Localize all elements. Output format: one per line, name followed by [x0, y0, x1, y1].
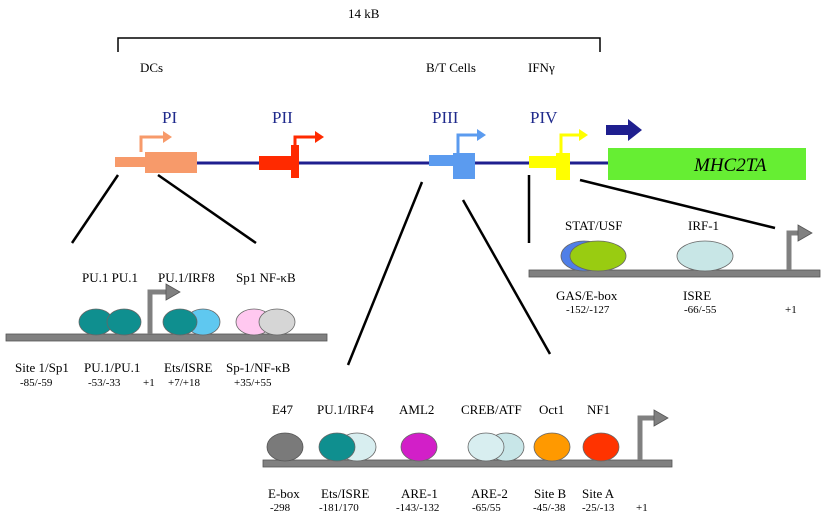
- piii-factor-aml2: [400, 432, 438, 462]
- piv-factor-label-irf1: IRF-1: [688, 218, 719, 233]
- piv-exon: [556, 153, 570, 180]
- label-pi: PI: [162, 108, 177, 127]
- pi-tss-arrow: [139, 135, 164, 152]
- label-ifn-gamma: IFNγ: [528, 60, 555, 75]
- piv-site-name-0: GAS/E-box: [556, 288, 618, 303]
- piii-factor-label-nf1: NF1: [587, 402, 610, 417]
- pi-exon: [145, 152, 197, 173]
- piv-site-pos-1: -66/-55: [684, 304, 717, 316]
- pi-site-name-3: Ets/ISRE: [164, 360, 212, 375]
- piii-site-pos-3: -65/55: [472, 502, 501, 514]
- piii-site-pos-1: -181/170: [319, 502, 359, 514]
- pi-arrowhead: [163, 131, 172, 143]
- span-label: 14 kB: [348, 6, 380, 21]
- piii-site-name-4: Site B: [534, 486, 566, 501]
- pii-arrowhead: [315, 131, 324, 143]
- pi-site-pos-3: +7/+18: [168, 377, 200, 389]
- piii-site-name-3: ARE-2: [471, 486, 508, 501]
- pi-factor-label-sp1nfkb: Sp1 NF-κB: [236, 270, 296, 285]
- label-pii: PII: [272, 108, 293, 127]
- piii-factor-pu1: [318, 432, 356, 462]
- zoom-line-pi-left: [70, 174, 120, 244]
- pi-factor-label-pu1irf8: PU.1/IRF8: [158, 270, 215, 285]
- piii-block: [429, 155, 454, 166]
- zoom-line-piii-right: [461, 199, 552, 355]
- piii-factor-label-crebatf: CREB/ATF: [461, 402, 522, 417]
- piii-exon: [453, 153, 475, 179]
- piii-site-pos-4: -45/-38: [533, 502, 566, 514]
- pi-detail-arrowhead: [165, 283, 181, 301]
- pi-site-pos-2: +1: [143, 377, 155, 389]
- piv-site-pos-0: -152/-127: [566, 304, 610, 316]
- pi-factor-label-pu1pu1: PU.1 PU.1: [82, 270, 138, 285]
- piii-factor-label-e47: E47: [272, 402, 293, 417]
- piv-factor-usf: [569, 240, 627, 272]
- piii-site-pos-2: -143/-132: [396, 502, 439, 514]
- piii-site-pos-0: -298: [270, 502, 291, 514]
- piii-factor-nf1: [582, 432, 620, 462]
- piv-factor-irf1: [676, 240, 734, 272]
- piii-detail-tss-arrow: [637, 415, 656, 460]
- pii-exon: [291, 145, 299, 178]
- pi-factor-nfkb: [258, 308, 296, 336]
- piii-site-name-2: ARE-1: [401, 486, 438, 501]
- pi-site-name-4: Sp-1/NF-κB: [226, 360, 291, 375]
- piv-site-pos-2: +1: [785, 304, 797, 316]
- piii-arrowhead: [477, 129, 486, 141]
- gene-box: [608, 148, 806, 180]
- piv-detail-tss-arrow: [786, 230, 800, 270]
- piii-site-pos-6: +1: [636, 502, 648, 514]
- piii-factor-label-pu1irf4: PU.1/IRF4: [317, 402, 374, 417]
- pii-block: [259, 156, 292, 170]
- pi-factor-pu1-c: [162, 308, 198, 336]
- pi-site-pos-1: -53/-33: [88, 377, 121, 389]
- piii-factor-label-aml2: AML2: [399, 402, 434, 417]
- pi-site-name-0: Site 1/Sp1: [15, 360, 69, 375]
- pi-site-pos-0: -85/-59: [20, 377, 53, 389]
- zoom-line-piv-right: [579, 178, 776, 230]
- pi-factor-pu1-b: [106, 308, 142, 336]
- pi-block: [115, 157, 145, 167]
- piv-detail-dna: [528, 269, 821, 278]
- piii-site-name-0: E-box: [268, 486, 300, 501]
- piv-arrowhead: [579, 129, 588, 141]
- piii-factor-e47: [266, 432, 304, 462]
- piii-site-name-5: Site A: [582, 486, 615, 501]
- zoom-line-piii-left: [346, 181, 424, 366]
- piv-tss-arrow: [559, 133, 580, 153]
- piii-factor-creb: [467, 432, 505, 462]
- pi-site-pos-4: +35/+55: [234, 377, 272, 389]
- piv-factor-label-statusf: STAT/USF: [565, 218, 622, 233]
- label-piii: PIII: [432, 108, 459, 127]
- pi-detail-tss-arrow: [147, 289, 168, 334]
- pi-detail-dna: [5, 333, 328, 342]
- piv-block: [529, 156, 559, 168]
- gene-name: MHC2TA: [693, 155, 767, 176]
- pii-tss-arrow: [293, 135, 316, 145]
- piv-detail-arrowhead: [797, 224, 813, 242]
- piii-detail-dna: [262, 459, 673, 468]
- piii-detail-arrowhead: [653, 409, 669, 427]
- piii-tss-arrow: [456, 133, 478, 153]
- span-bracket: [117, 37, 601, 52]
- piii-site-name-1: Ets/ISRE: [321, 486, 369, 501]
- transcription-direction-arrow: [606, 119, 642, 141]
- label-piv: PIV: [530, 108, 558, 127]
- piii-site-pos-5: -25/-13: [582, 502, 615, 514]
- zoom-line-pi-right: [157, 173, 257, 245]
- piii-factor-label-oct1: Oct1: [539, 402, 564, 417]
- piv-site-name-1: ISRE: [683, 288, 711, 303]
- label-bt-cells: B/T Cells: [426, 60, 476, 75]
- label-dcs: DCs: [140, 60, 163, 75]
- pi-site-name-1: PU.1/PU.1: [84, 360, 140, 375]
- piii-factor-oct1: [533, 432, 571, 462]
